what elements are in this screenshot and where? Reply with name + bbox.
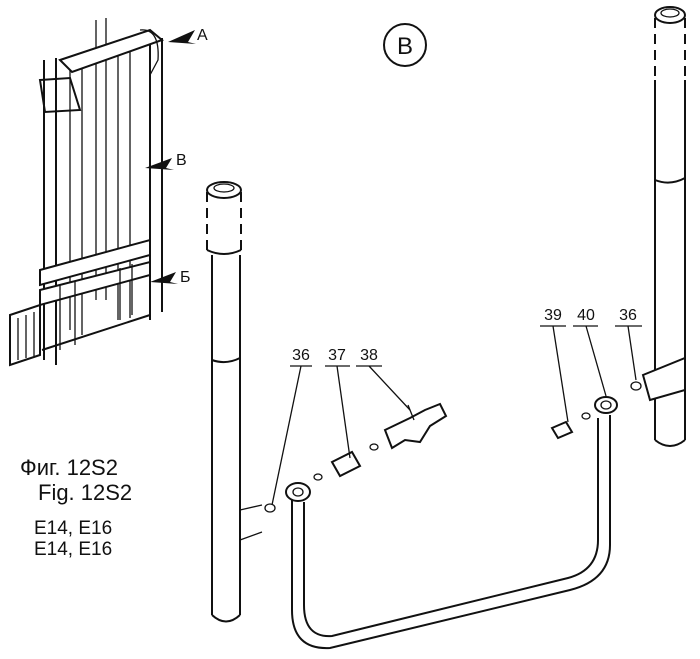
model-list-2: E14, E16	[34, 539, 113, 561]
figure-number-en: Fig. 12S2	[38, 480, 133, 506]
callout-40: 40	[577, 307, 595, 324]
view-marker-circle	[383, 23, 427, 67]
model-list-1: E14, E16	[34, 517, 113, 539]
figure-number-ru: Фиг. 12S2	[20, 455, 118, 480]
callout-36-left: 36	[292, 347, 310, 364]
view-marker-label: B	[397, 33, 413, 60]
right-lift-cylinder	[641, 6, 686, 447]
arrow-label-v: Б	[180, 269, 191, 286]
callout-leaders	[271, 325, 642, 506]
valve-38	[383, 402, 448, 450]
left-lift-cylinder	[206, 181, 263, 623]
callout-37: 37	[328, 347, 346, 364]
o-ring-36-right	[630, 381, 642, 391]
arrow-label-a: A	[197, 27, 208, 44]
callout-36-right: 36	[619, 307, 637, 324]
o-ring-36-left	[264, 503, 276, 513]
right-fittings	[550, 381, 642, 440]
left-fittings	[264, 402, 448, 513]
callout-39: 39	[544, 307, 562, 324]
mast-overview-drawing	[9, 18, 196, 367]
callout-38: 38	[360, 347, 378, 364]
adapter-37	[330, 450, 362, 478]
arrow-label-b: B	[176, 152, 187, 169]
figure-caption: Фиг. 12S2 Fig. 12S2 E14, E16 E14, E16	[20, 455, 220, 561]
hydraulic-hose	[285, 396, 618, 650]
bolt-39	[550, 420, 574, 440]
